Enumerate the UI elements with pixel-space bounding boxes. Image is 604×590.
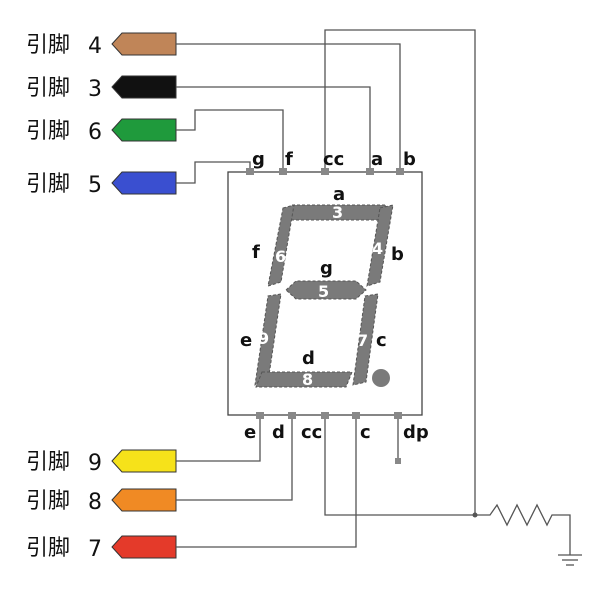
connector-pin4 <box>111 32 177 56</box>
pin-label-8: 引脚 8 <box>26 489 102 515</box>
segment-g-number: 5 <box>318 282 329 301</box>
wire-cc-bottom <box>324 415 475 516</box>
wire-pin8-d <box>176 415 293 501</box>
pin-terminal-b-top <box>396 168 404 175</box>
segment-f <box>267 204 295 287</box>
top-pin-label-cc: cc <box>323 149 344 170</box>
segment-c-label: c <box>376 330 387 351</box>
pin-terminal-cc-top <box>321 168 329 175</box>
wire-pin9-e <box>176 415 261 462</box>
segment-b-number: 4 <box>372 239 383 258</box>
wire-pin7-c <box>176 415 357 548</box>
top-pin-label-a: a <box>371 149 383 170</box>
dp-terminal <box>395 458 401 464</box>
resistor <box>475 503 571 555</box>
connector-pin3 <box>111 75 177 99</box>
pin-number: 4 <box>88 34 102 59</box>
pin-prefix: 引脚 <box>26 119 70 144</box>
segment-g <box>285 280 367 300</box>
segment-a-label: a <box>333 184 345 205</box>
segment-c-number: 7 <box>357 331 368 350</box>
connector-pin8 <box>111 488 177 512</box>
pin-terminal-dp-bottom <box>394 412 402 419</box>
pin-terminal-f-top <box>279 168 287 175</box>
bottom-pin-label-dp: dp <box>403 422 429 443</box>
pin-label-3: 引脚 3 <box>26 76 102 102</box>
top-pin-label-b: b <box>403 149 416 170</box>
pin-label-9: 引脚 9 <box>26 450 102 476</box>
connector-pin6 <box>111 118 177 142</box>
wire-cc-top <box>324 29 476 515</box>
pin-number: 6 <box>88 120 102 145</box>
pin-prefix: 引脚 <box>26 489 70 514</box>
bottom-pin-label-c: c <box>360 422 371 443</box>
wire-pin6-f <box>176 109 284 172</box>
segment-b-label: b <box>391 244 404 265</box>
wire-pin5-g <box>176 161 251 184</box>
bottom-pin-label-e: e <box>244 422 256 443</box>
pin-label-6: 引脚 6 <box>26 119 102 145</box>
connector-pin5 <box>111 171 177 195</box>
pin-terminal-c-bottom <box>352 412 360 419</box>
segment-c <box>352 293 379 386</box>
top-pin-label-f: f <box>285 149 293 170</box>
segment-a-number: 3 <box>332 203 343 222</box>
pin-terminal-cc-bottom <box>321 412 329 419</box>
pin-prefix: 引脚 <box>26 172 70 197</box>
pin-prefix: 引脚 <box>26 536 70 561</box>
pin-label-5: 引脚 5 <box>26 172 102 198</box>
segment-d <box>255 371 353 388</box>
pin-label-7: 引脚 7 <box>26 536 102 562</box>
pin-number: 8 <box>88 490 102 515</box>
pin-terminal-d-bottom <box>288 412 296 419</box>
pin-number: 9 <box>88 451 102 476</box>
wire-pin3-a <box>176 86 371 172</box>
segment-g-label: g <box>320 258 333 279</box>
segment-d-number: 8 <box>302 370 313 389</box>
pin-number: 7 <box>88 537 102 562</box>
ground-icon <box>558 554 582 566</box>
pin-label-4: 引脚 4 <box>26 33 102 59</box>
segment-d-label: d <box>302 348 315 369</box>
pin-prefix: 引脚 <box>26 76 70 101</box>
segment-dp <box>372 369 390 387</box>
pin-terminal-g-top <box>246 168 254 175</box>
bottom-pin-label-d: d <box>272 422 285 443</box>
segment-b <box>366 204 394 287</box>
pin-terminal-e-bottom <box>256 412 264 419</box>
segment-e-label: e <box>240 330 252 351</box>
pin-prefix: 引脚 <box>26 33 70 58</box>
pin-terminal-a-top <box>366 168 374 175</box>
pin-number: 5 <box>88 173 102 198</box>
pin-prefix: 引脚 <box>26 450 70 475</box>
segment-f-label: f <box>252 242 260 263</box>
connector-pin9 <box>111 449 177 473</box>
connector-pin7 <box>111 535 177 559</box>
segment-f-number: 6 <box>275 247 286 266</box>
segment-e-number: 9 <box>258 329 269 348</box>
pin-number: 3 <box>88 77 102 102</box>
junction-dot <box>472 512 478 518</box>
top-pin-label-g: g <box>252 149 265 170</box>
wire-pin4-b <box>176 43 401 172</box>
bottom-pin-label-cc: cc <box>301 422 322 443</box>
